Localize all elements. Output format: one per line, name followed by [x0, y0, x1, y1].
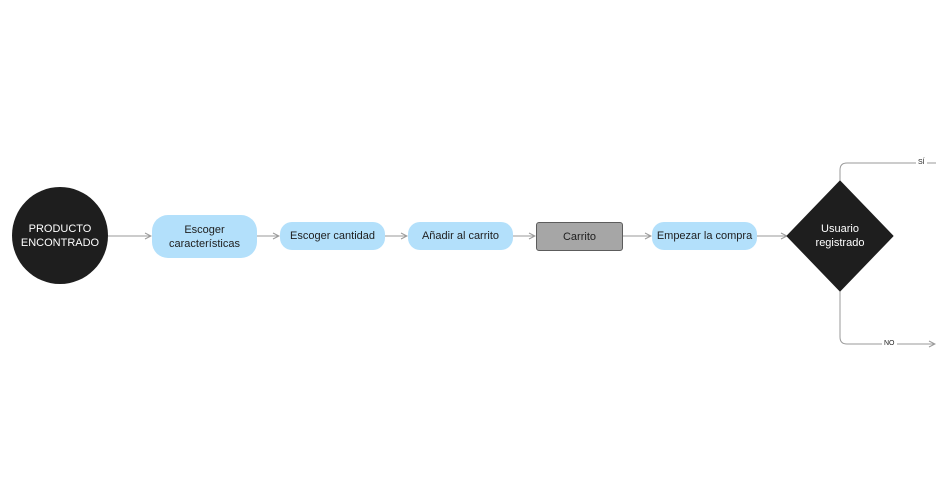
decision-label: Usuario registrado — [815, 223, 865, 249]
decision-usuario-registrado[interactable]: Usuario registrado — [800, 216, 880, 256]
step-label: Escoger características — [169, 223, 240, 250]
step-label: Empezar la compra — [656, 230, 753, 242]
edge-label-si: SÍ — [916, 159, 927, 167]
step-anadir-al-carrito[interactable]: Añadir al carrito — [408, 222, 513, 250]
step-escoger-caracteristicas[interactable]: Escoger características — [152, 215, 257, 258]
step-label: Escoger cantidad — [290, 230, 375, 242]
step-label: Carrito — [562, 230, 596, 243]
start-node-producto-encontrado[interactable]: PRODUCTO ENCONTRADO — [12, 187, 108, 284]
edge-label-no: NO — [882, 340, 897, 348]
step-escoger-cantidad[interactable]: Escoger cantidad — [280, 222, 385, 250]
decision-diamond-shape — [786, 180, 894, 292]
edge-usuario-no — [839, 289, 935, 344]
step-carrito[interactable]: Carrito — [536, 222, 623, 251]
start-node-label: PRODUCTO ENCONTRADO — [20, 222, 100, 249]
edge-usuario-yes — [839, 162, 936, 183]
step-empezar-la-compra[interactable]: Empezar la compra — [652, 222, 757, 250]
step-label: Añadir al carrito — [421, 230, 500, 242]
